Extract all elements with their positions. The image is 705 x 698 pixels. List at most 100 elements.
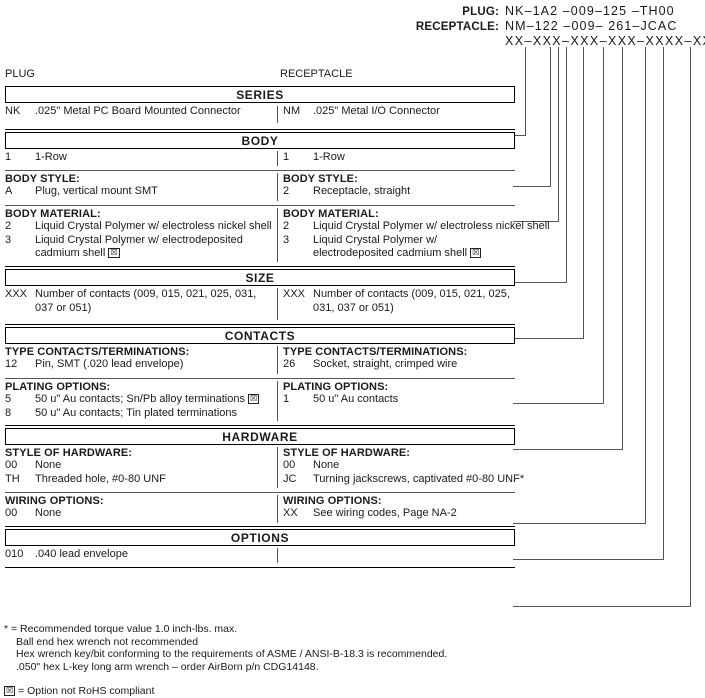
option-text: See wiring codes, Page NA-2 — [313, 507, 457, 519]
options-plug-cell: 010 .040 lead envelope — [5, 548, 273, 562]
footnote-ball-end: Ball end hex wrench not recommended — [16, 635, 199, 648]
leader-hardware-style-vertical — [645, 58, 646, 524]
option-text: 50 u" Au contacts; Sn/Pb alloy terminati… — [35, 393, 260, 405]
rohs-noncompliant-icon: ☒ — [248, 394, 260, 404]
section-header-size: SIZE — [5, 269, 515, 286]
field-label: BODY STYLE: — [283, 173, 358, 185]
option-code: 00 — [283, 459, 296, 471]
rohs-noncompliant-icon: ☒ — [4, 686, 16, 697]
list-item: XXX Number of contacts (009, 015, 021, 0… — [5, 288, 273, 315]
row-plating-options: PLATING OPTIONS: 5 50 u" Au contacts; Sn… — [5, 379, 515, 426]
list-item: 00 None — [5, 507, 273, 521]
option-code: 00 — [5, 459, 18, 471]
row-wiring-options: WIRING OPTIONS: 00 None WIRING OPTIONS: … — [5, 493, 515, 527]
body-style-receptacle-cell: BODY STYLE: 2 Receptacle, straight — [283, 173, 515, 199]
option-code: 1 — [283, 393, 290, 405]
leader-body-rows-vertical — [550, 58, 551, 187]
leader-wiring-horizontal — [513, 559, 664, 560]
tick-size — [583, 47, 584, 58]
option-code: A — [5, 185, 13, 197]
option-code: 010 — [5, 548, 24, 560]
body-rows-plug-cell: 1 1-Row — [5, 151, 273, 165]
section-header-contacts: CONTACTS — [5, 327, 515, 344]
leader-contact-type-vertical — [603, 58, 604, 404]
leader-size-horizontal — [513, 338, 584, 339]
footnote-hex-wrench-spec: Hex wrench key/bit conforming to the req… — [16, 648, 448, 661]
section-header-hardware: HARDWARE — [5, 428, 515, 445]
row-divider — [277, 381, 279, 421]
field-label: STYLE OF HARDWARE: — [5, 447, 133, 459]
leader-contact-type-horizontal — [513, 403, 604, 404]
list-item: 2 Receptacle, straight — [283, 185, 515, 199]
option-text: Threaded hole, #0-80 UNF — [35, 472, 166, 485]
list-item: 1 50 u" Au contacts — [283, 393, 515, 407]
rohs-noncompliant-icon: ☒ — [108, 248, 120, 258]
row-size: XXX Number of contacts (009, 015, 021, 0… — [5, 286, 515, 325]
option-text: None — [313, 459, 340, 471]
row-contact-type: TYPE CONTACTS/TERMINATIONS: 12 Pin, SMT … — [5, 344, 515, 379]
receptacle-label: RECEPTACLE: — [415, 21, 499, 33]
row-divider — [277, 288, 279, 320]
list-item: 010 .040 lead envelope — [5, 548, 273, 562]
leader-hardware-style-horizontal — [513, 523, 646, 524]
row-divider — [277, 151, 279, 166]
option-code: 12 — [5, 358, 18, 370]
option-text: 50 u" Au contacts — [313, 393, 399, 405]
footnote-torque: * = Recommended torque value 1.0 inch-lb… — [4, 623, 238, 635]
option-text: Liquid Crystal Polymer w/ electrodeposit… — [313, 233, 482, 259]
leader-plating-horizontal — [513, 449, 623, 450]
hardware-style-plug-cell: STYLE OF HARDWARE: 00 None TH Threaded h… — [5, 447, 273, 486]
option-code: XXX — [5, 288, 28, 300]
list-item: NM .025" Metal I/O Connector — [283, 105, 515, 119]
tick-series — [525, 47, 526, 58]
list-item: NK .025" Metal PC Board Mounted Connecto… — [5, 105, 273, 119]
wiring-plug-cell: WIRING OPTIONS: 00 None — [5, 495, 273, 521]
list-item: 26 Socket, straight, crimped wire — [283, 358, 515, 372]
row-divider — [277, 447, 279, 488]
row-series: NK .025" Metal PC Board Mounted Connecto… — [5, 103, 515, 130]
list-item: 1 1-Row — [283, 151, 515, 165]
option-text: .040 lead envelope — [35, 548, 128, 560]
option-code: 2 — [5, 220, 12, 232]
tick-wiring — [663, 47, 664, 58]
list-item: 00 None — [5, 459, 273, 473]
option-code: 1 — [5, 151, 12, 163]
leader-series-horizontal — [513, 135, 526, 136]
field-label: BODY STYLE: — [5, 173, 80, 185]
tick-contact-type — [603, 47, 604, 58]
row-divider — [277, 346, 279, 374]
field-label: PLATING OPTIONS: — [283, 381, 389, 393]
option-code: 2 — [283, 220, 290, 232]
row-divider — [277, 106, 279, 123]
option-text: .025" Metal I/O Connector — [313, 105, 440, 117]
list-item: TH Threaded hole, #0-80 UNF — [5, 473, 273, 487]
series-receptacle-cell: NM .025" Metal I/O Connector — [283, 105, 515, 119]
option-code: NK — [5, 105, 21, 117]
column-heading-receptacle: RECEPTACLE — [280, 68, 353, 80]
section-header-options: OPTIONS — [5, 529, 515, 546]
contact-type-receptacle-cell: TYPE CONTACTS/TERMINATIONS: 26 Socket, s… — [283, 346, 515, 372]
option-code: 00 — [5, 507, 18, 519]
hardware-style-receptacle-cell: STYLE OF HARDWARE: 00 None JC Turning ja… — [283, 447, 524, 486]
tick-body-material — [566, 47, 567, 58]
footnotes: * = Recommended torque value 1.0 inch-lb… — [4, 623, 564, 698]
row-body-style: BODY STYLE: A Plug, vertical mount SMT B… — [5, 171, 515, 206]
list-item: 2 Liquid Crystal Polymer w/ electroless … — [283, 220, 550, 234]
column-heading-plug: PLUG — [5, 68, 35, 80]
plug-part-number: NK–1A2 –009–125 –TH00 — [505, 4, 675, 18]
field-label: PLATING OPTIONS: — [5, 381, 111, 393]
tick-plating — [622, 47, 623, 58]
option-text: Plug, vertical mount SMT — [35, 185, 158, 197]
option-code: JC — [283, 472, 297, 485]
option-code: TH — [5, 472, 20, 485]
option-code: 2 — [283, 185, 290, 197]
list-item: A Plug, vertical mount SMT — [5, 185, 273, 199]
option-text: Liquid Crystal Polymer w/ electroless ni… — [313, 220, 550, 232]
option-code: 26 — [283, 358, 296, 370]
option-text: Receptacle, straight — [313, 185, 411, 197]
plug-label: PLUG: — [462, 6, 499, 18]
field-label: TYPE CONTACTS/TERMINATIONS: — [283, 346, 468, 358]
leader-size-vertical — [583, 58, 584, 339]
